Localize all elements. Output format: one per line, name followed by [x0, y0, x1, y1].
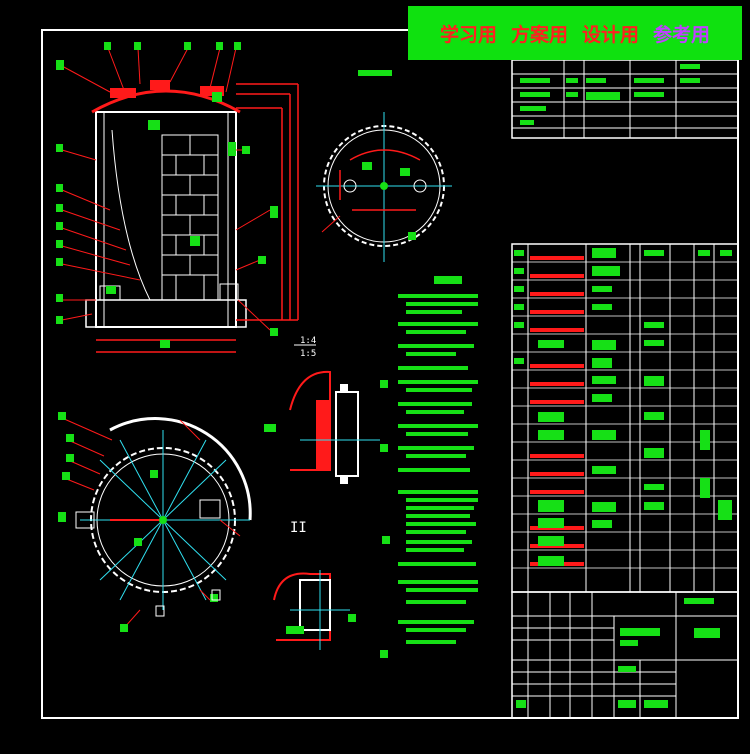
- banner-item-plan: 方案用: [510, 23, 568, 46]
- section-circle-view: [58, 412, 252, 632]
- detail-view-1: [264, 344, 388, 484]
- title-block: [511, 591, 739, 719]
- tank-elevation-view: [56, 42, 299, 353]
- top-plan-view: [316, 70, 452, 262]
- detail-view-2: [273, 536, 390, 658]
- banner-item-study: 学习用: [439, 23, 497, 46]
- technical-notes: [398, 276, 478, 644]
- banner-item-design: 设计用: [582, 23, 640, 46]
- nozzle-table: [511, 59, 739, 139]
- drawing-border: [41, 29, 739, 719]
- parts-list-green-entries: [514, 248, 732, 566]
- banner-item-reference: 参考用: [653, 23, 711, 46]
- detail-ratio-bottom: 1:5: [300, 349, 317, 359]
- usage-banner: 学习用 方案用 设计用 参考用: [408, 6, 742, 60]
- detail-ratio-top: 1:4: [300, 336, 317, 346]
- detail-roman-label: II: [290, 520, 307, 536]
